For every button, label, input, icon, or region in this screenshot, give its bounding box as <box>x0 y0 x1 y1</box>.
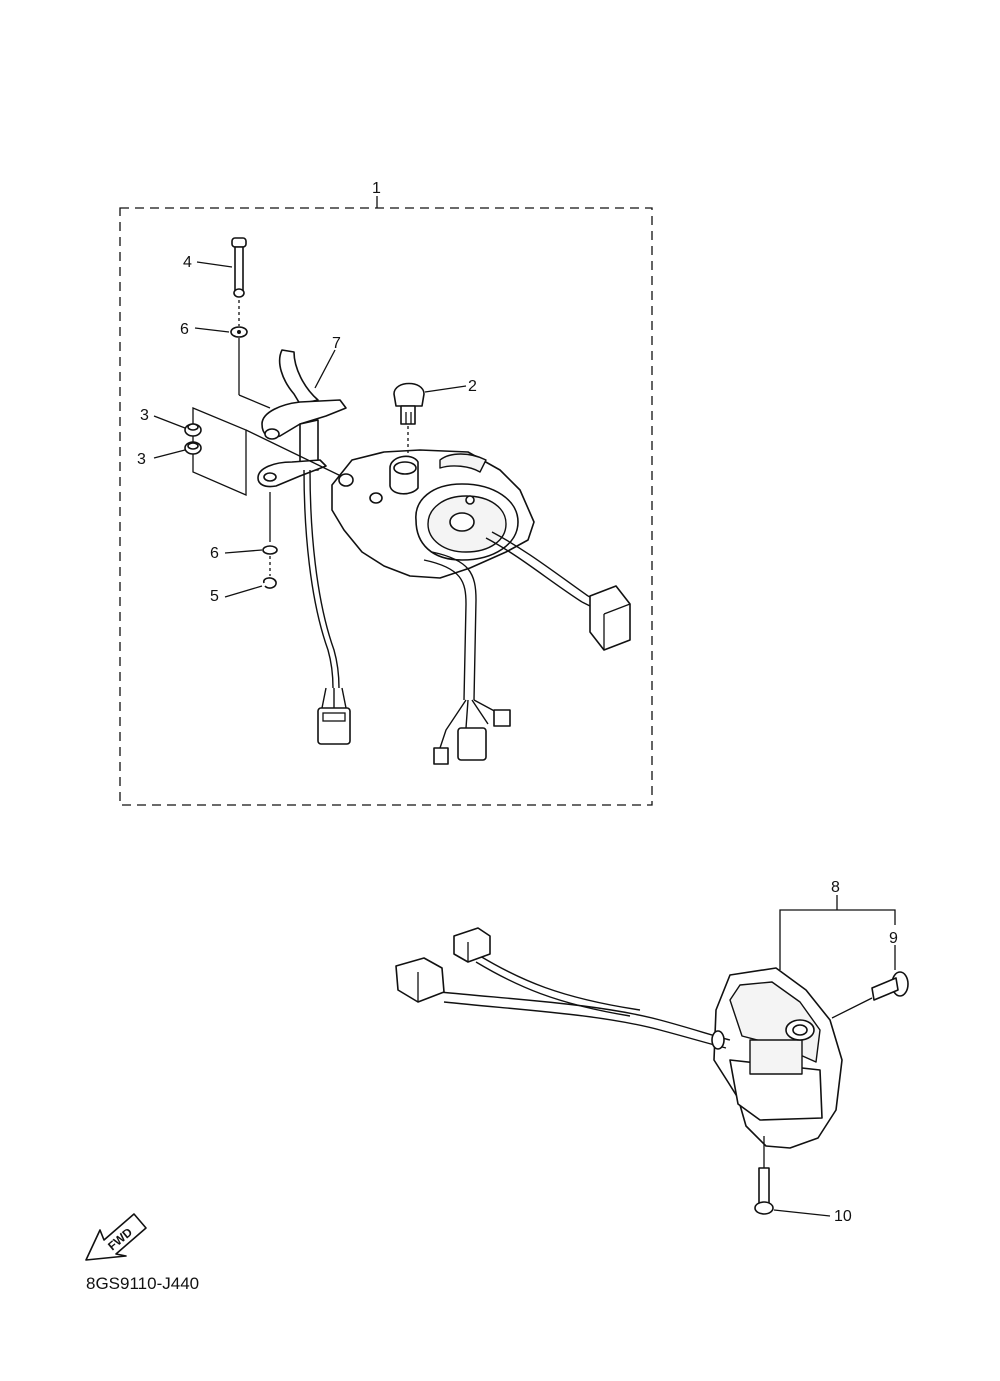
callout-6-lower: 6 <box>210 545 219 562</box>
switch-housing <box>331 449 535 579</box>
lever-connector <box>317 707 351 745</box>
part-2-button <box>393 382 425 425</box>
housing-connector-right <box>589 585 631 651</box>
callout-2: 2 <box>468 378 477 395</box>
part-5-clip <box>263 577 277 589</box>
callout-6-upper: 6 <box>180 321 189 338</box>
part-3-grommet-upper <box>184 423 202 437</box>
part-3-grommet-lower <box>184 441 202 455</box>
callout-10: 10 <box>834 1208 852 1225</box>
callout-9: 9 <box>889 930 898 947</box>
part-10-screw <box>754 1167 774 1215</box>
drawing-code: 8GS9110-J440 <box>86 1274 199 1293</box>
callout-4: 4 <box>183 254 192 271</box>
callout-5: 5 <box>210 588 219 605</box>
switch-connector-a <box>395 957 445 1003</box>
housing-connector-large <box>457 727 487 761</box>
part-4-pin <box>231 237 247 298</box>
fwd-arrow-icon: FWD <box>85 1213 147 1261</box>
assembly-group-box <box>119 207 653 806</box>
part-8-switch-assembly <box>713 967 843 1149</box>
housing-connector-small-a <box>433 747 449 765</box>
housing-connector-small-b <box>493 709 511 727</box>
part-7-lever-bracket <box>257 349 347 488</box>
part-9-screw <box>871 971 909 1001</box>
callout-8: 8 <box>831 879 840 896</box>
switch-connector-b <box>453 927 491 963</box>
callout-3-upper: 3 <box>140 407 149 424</box>
callout-1: 1 <box>372 180 381 197</box>
part-6-washer-lower <box>262 545 278 555</box>
callout-7: 7 <box>332 335 341 352</box>
callout-3-lower: 3 <box>137 451 146 468</box>
